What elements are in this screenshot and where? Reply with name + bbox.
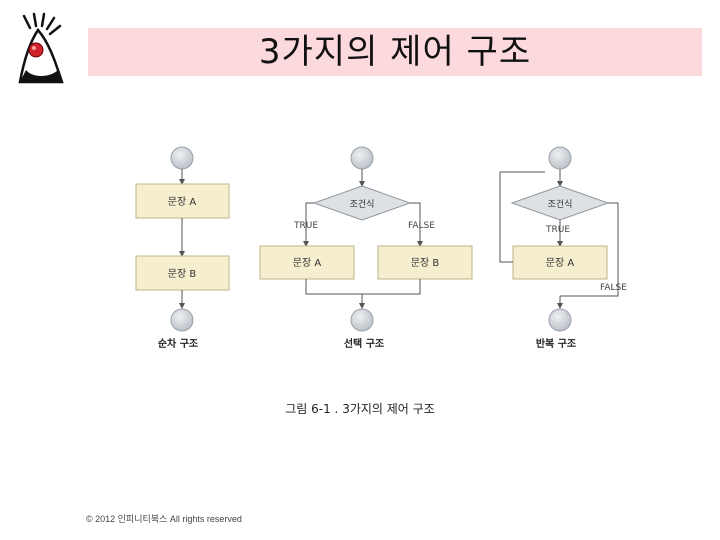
loop-structure-label: 반복 구조 xyxy=(536,337,576,350)
selection-structure-label: 선택 구조 xyxy=(344,337,384,350)
selection-structure: 조건식 TRUE FALSE 문장 A 문장 B 선택 구조 xyxy=(259,146,473,350)
selection-condition-label: 조건식 xyxy=(350,199,375,210)
sequence-box-b-label: 문장 B xyxy=(168,268,197,280)
copyright-footer: © 2012 인피니티북스 All rights reserved xyxy=(86,514,242,524)
selection-box-a-label: 문장 A xyxy=(293,257,322,269)
selection-start-node xyxy=(350,146,374,170)
selection-box-a xyxy=(259,245,355,280)
loop-structure: 조건식 TRUE 문장 A FALSE 반복 구조 xyxy=(499,146,627,350)
loop-false-label: FALSE xyxy=(600,283,627,293)
loop-condition-label: 조건식 xyxy=(548,199,573,210)
sequence-end-node xyxy=(170,308,194,332)
sequence-box-a-label: 문장 A xyxy=(168,196,197,208)
loop-box-a-label: 문장 A xyxy=(546,257,575,269)
slide-title: 3가지의 제어 구조 xyxy=(258,32,532,72)
selection-box-b-label: 문장 B xyxy=(411,257,440,269)
selection-false-label: FALSE xyxy=(408,221,435,231)
loop-true-label: TRUE xyxy=(545,225,570,235)
loop-box-a xyxy=(512,245,608,280)
sequence-start-node xyxy=(170,146,194,170)
figure-caption: 그림 6-1 . 3가지의 제어 구조 xyxy=(285,402,435,416)
title-bar: 3가지의 제어 구조 xyxy=(88,28,702,76)
loop-start-node xyxy=(548,146,572,170)
selection-end-node xyxy=(350,308,374,332)
selection-box-b xyxy=(377,245,473,280)
sequence-structure-label: 순차 구조 xyxy=(158,337,198,350)
selection-condition-diamond xyxy=(312,185,412,221)
sequence-structure: 문장 A 문장 B 순차 구조 xyxy=(135,146,230,350)
selection-true-label: TRUE xyxy=(293,221,318,231)
sequence-box-b xyxy=(135,255,230,291)
sequence-box-a xyxy=(135,183,230,219)
duke-mascot-icon xyxy=(18,12,64,84)
loop-end-node xyxy=(548,308,572,332)
